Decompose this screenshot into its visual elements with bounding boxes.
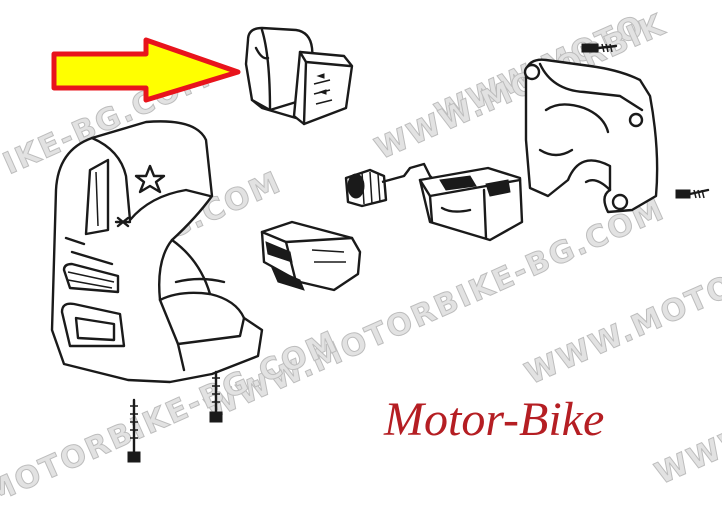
lever-switch-part — [344, 162, 524, 242]
parts-diagram: WWW.MOTO WWW.MOTORBIK IKE-BG.COM G.COM W… — [0, 7, 722, 512]
right-housing-part — [523, 58, 659, 214]
screw-part — [675, 188, 710, 199]
exploded-view-drawing — [50, 26, 710, 463]
left-housing-part — [50, 120, 264, 384]
screw-part — [581, 43, 618, 53]
rocker-switch-part — [244, 26, 354, 126]
connector-block-part — [260, 220, 362, 292]
brand-label: Motor-Bike — [384, 393, 605, 446]
long-screw-part — [209, 370, 223, 423]
highlight-arrow-icon — [51, 37, 241, 103]
long-screw-part — [127, 398, 141, 463]
